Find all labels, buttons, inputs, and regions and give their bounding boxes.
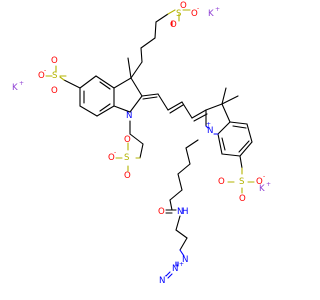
oxygen-charge-propyl: - <box>114 149 116 156</box>
oxygen-amide: O <box>158 207 165 217</box>
nitrogen-cation-charge: + <box>206 121 211 128</box>
potassium-charge-right: + <box>266 181 271 188</box>
sulfur-right: S <box>239 177 244 187</box>
potassium-charge-left: + <box>19 80 24 87</box>
nitrogen-amide: N <box>177 207 183 217</box>
nitrogen-cation: N <box>207 126 213 136</box>
nitrogen-azide-2-charge: + <box>179 261 184 268</box>
bond-lines <box>63 13 253 251</box>
oxygen-right-2: O <box>256 177 263 187</box>
nitrogen-azide-3-charge: - <box>165 272 167 279</box>
sulfur-left: S <box>52 71 57 81</box>
oxygen-top-3: O <box>170 20 177 30</box>
oxygen-top-1: O <box>180 1 187 11</box>
potassium-charge-top: + <box>215 6 220 13</box>
oxygen-propyl-3: O <box>124 171 131 181</box>
oxygen-top-2: O <box>191 9 198 19</box>
oxygen-propyl-2: O <box>108 153 115 163</box>
nitrogen-azide-1: N <box>182 255 188 265</box>
oxygen-left-1: O <box>51 56 58 66</box>
nitrogen-azide-3: N <box>159 276 165 286</box>
chemical-structure: K + K + K + S O O - O O O - S O N O O - … <box>12 1 271 286</box>
oxygen-propyl-1: O <box>124 135 131 145</box>
oxygen-right-1: O <box>218 177 225 187</box>
oxygen-right-3: O <box>239 194 246 204</box>
potassium-ion-top: K <box>208 9 214 19</box>
hydrogen-amide: H <box>182 207 188 217</box>
oxygen-charge-left: - <box>44 67 46 74</box>
sulfur-propyl: S <box>124 153 129 163</box>
potassium-ion-left: K <box>12 83 18 93</box>
oxygen-charge-right: - <box>263 173 265 180</box>
nitrogen-left: N <box>126 111 132 121</box>
oxygen-left-3: O <box>51 86 58 96</box>
sulfur-top: S <box>176 9 181 19</box>
oxygen-left-2: O <box>38 71 45 81</box>
potassium-ion-right: K <box>259 184 265 194</box>
atom-labels: K + K + K + S O O - O O O - S O N O O - … <box>12 1 271 286</box>
oxygen-charge-top: - <box>197 5 199 12</box>
nitrogen-azide-2: N <box>172 264 178 274</box>
heteroatom-bonds <box>45 9 255 279</box>
